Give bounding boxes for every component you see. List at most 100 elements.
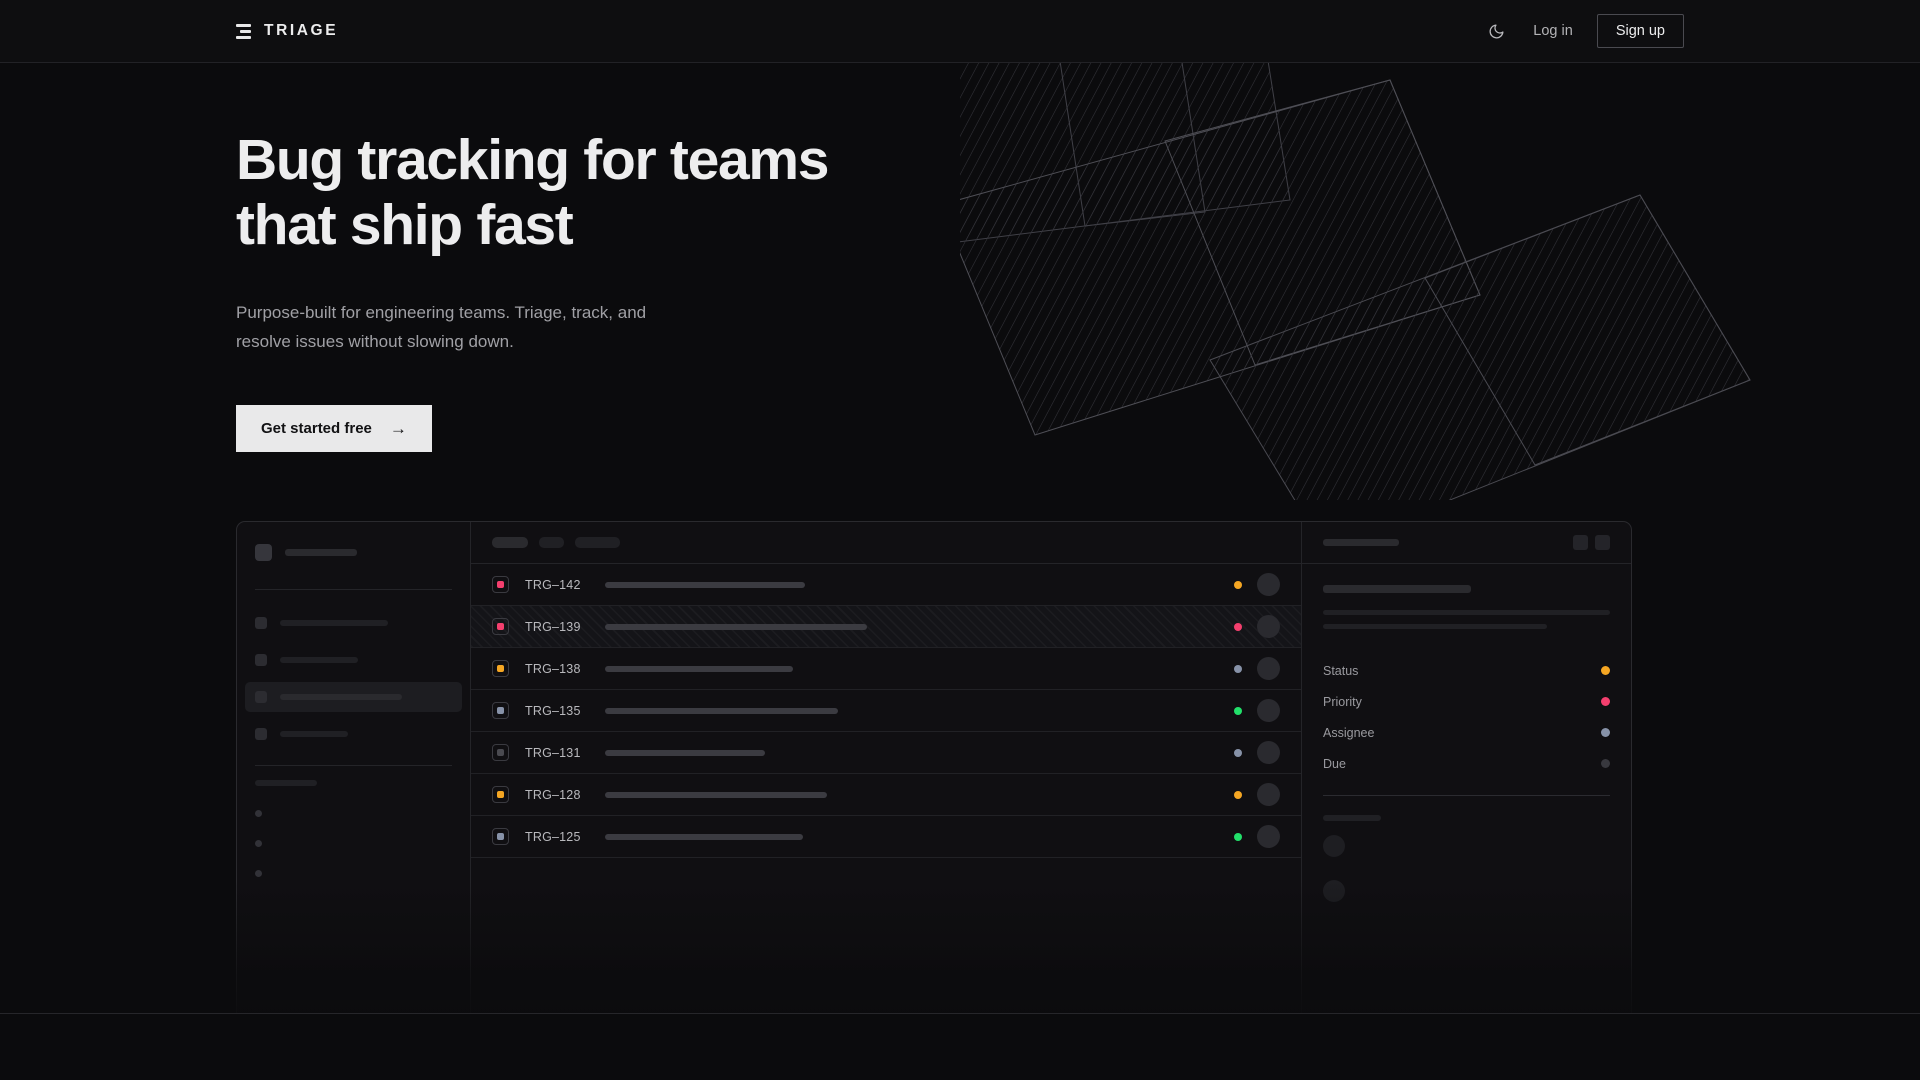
issue-type-badge-icon xyxy=(492,660,509,677)
brand-name: TRIAGE xyxy=(264,22,339,39)
detail-field-status[interactable]: Status xyxy=(1323,655,1610,686)
avatar[interactable] xyxy=(1257,573,1280,596)
toolbar-pill-1[interactable] xyxy=(492,537,528,548)
table-row[interactable]: TRG–135 xyxy=(471,690,1301,732)
activity-item-0 xyxy=(1323,835,1610,857)
stacked-lines-logo-icon xyxy=(236,23,251,39)
activity-label-placeholder xyxy=(1323,815,1381,821)
issue-id: TRG–131 xyxy=(525,745,581,760)
status-badge xyxy=(1234,664,1242,673)
issue-title-placeholder xyxy=(605,833,803,840)
sidebar-item-label-placeholder xyxy=(280,731,348,737)
avatar xyxy=(1323,835,1345,857)
sidebar-sub-dot-icon xyxy=(255,839,262,847)
subhead-line-1: Purpose-built for engineering teams. Tri… xyxy=(236,302,647,322)
issue-id: TRG–138 xyxy=(525,661,581,676)
sidebar-item-icon xyxy=(255,654,267,666)
sidebar-item-icon xyxy=(255,728,267,740)
detail-issue-title-placeholder xyxy=(1323,585,1471,593)
sidebar-item-0[interactable] xyxy=(245,608,462,638)
detail-action-button-1[interactable] xyxy=(1573,535,1588,550)
detail-field-label: Priority xyxy=(1323,694,1362,709)
mockup-sidebar xyxy=(237,522,471,1013)
avatar[interactable] xyxy=(1257,699,1280,722)
avatar[interactable] xyxy=(1257,615,1280,638)
activity-item-1 xyxy=(1323,880,1610,902)
section-divider xyxy=(0,1013,1920,1014)
sidebar-sub-item-0[interactable] xyxy=(255,798,452,828)
table-row[interactable]: TRG–131 xyxy=(471,732,1301,774)
sidebar-divider xyxy=(255,589,452,590)
detail-field-value-dot xyxy=(1601,728,1610,737)
detail-title-placeholder xyxy=(1323,539,1399,546)
login-link[interactable]: Log in xyxy=(1533,23,1573,39)
arrow-right-icon: → xyxy=(389,419,407,439)
table-row[interactable]: TRG–138 xyxy=(471,648,1301,690)
sidebar-sub-dot-icon xyxy=(255,869,262,877)
issue-id: TRG–139 xyxy=(525,619,581,634)
status-badge xyxy=(1234,832,1242,841)
table-row[interactable]: TRG–142 xyxy=(471,564,1301,606)
detail-field-label: Assignee xyxy=(1323,725,1375,740)
sidebar-sub-item-2[interactable] xyxy=(255,858,452,888)
avatar xyxy=(1323,880,1345,902)
sidebar-section-label-placeholder xyxy=(255,780,317,786)
sidebar-item-3[interactable] xyxy=(245,719,462,749)
issue-title-placeholder xyxy=(605,707,838,714)
status-badge xyxy=(1234,748,1242,757)
sidebar-sub-item-1[interactable] xyxy=(255,828,452,858)
issue-title-placeholder xyxy=(605,665,793,672)
activity-avatars xyxy=(1323,835,1610,902)
detail-field-priority[interactable]: Priority xyxy=(1323,686,1610,717)
table-row[interactable]: TRG–128 xyxy=(471,774,1301,816)
brand-logo[interactable]: TRIAGE xyxy=(236,22,338,40)
sidebar-item-label-placeholder xyxy=(280,694,402,700)
detail-field-label: Status xyxy=(1323,663,1359,678)
avatar[interactable] xyxy=(1257,657,1280,680)
issue-title-placeholder xyxy=(605,791,827,798)
detail-field-value-dot xyxy=(1601,697,1610,706)
avatar[interactable] xyxy=(1257,741,1280,764)
sidebar-item-2[interactable] xyxy=(245,682,462,712)
detail-field-value-dot xyxy=(1601,666,1610,675)
cta-label: Get started free xyxy=(261,420,372,438)
toolbar-pill-2[interactable] xyxy=(539,537,564,548)
detail-desc-line-2 xyxy=(1323,624,1547,629)
issue-title-placeholder xyxy=(605,623,867,630)
sidebar-item-1[interactable] xyxy=(245,645,462,675)
get-started-button[interactable]: Get started free → xyxy=(236,405,432,453)
list-toolbar xyxy=(471,522,1301,564)
sidebar-item-icon xyxy=(255,691,267,703)
hatched-panels-artwork xyxy=(960,40,1920,500)
moon-icon[interactable] xyxy=(1483,18,1509,44)
issue-type-badge-icon xyxy=(492,618,509,635)
detail-action-button-2[interactable] xyxy=(1595,535,1610,550)
sidebar-item-label-placeholder xyxy=(280,657,358,663)
page-title: Bug tracking for teams that ship fast xyxy=(236,128,956,258)
issue-id: TRG–125 xyxy=(525,829,581,844)
workspace-name-placeholder xyxy=(285,549,357,556)
detail-field-assignee[interactable]: Assignee xyxy=(1323,717,1610,748)
detail-divider xyxy=(1323,795,1610,796)
status-badge xyxy=(1234,622,1242,631)
avatar[interactable] xyxy=(1257,783,1280,806)
sidebar-item-label-placeholder xyxy=(280,620,388,626)
avatar[interactable] xyxy=(1257,825,1280,848)
detail-field-due[interactable]: Due xyxy=(1323,748,1610,779)
detail-field-label: Due xyxy=(1323,756,1346,771)
detail-field-value-dot xyxy=(1601,759,1610,768)
hero-section: Bug tracking for teams that ship fast Pu… xyxy=(0,63,1920,453)
toolbar-pill-3[interactable] xyxy=(575,537,620,548)
detail-header xyxy=(1302,522,1631,564)
signup-button[interactable]: Sign up xyxy=(1596,14,1684,48)
sidebar-workspace[interactable] xyxy=(255,544,452,561)
issue-type-badge-icon xyxy=(492,786,509,803)
table-row[interactable]: TRG–139 xyxy=(471,606,1301,648)
table-row[interactable]: TRG–125 xyxy=(471,816,1301,858)
